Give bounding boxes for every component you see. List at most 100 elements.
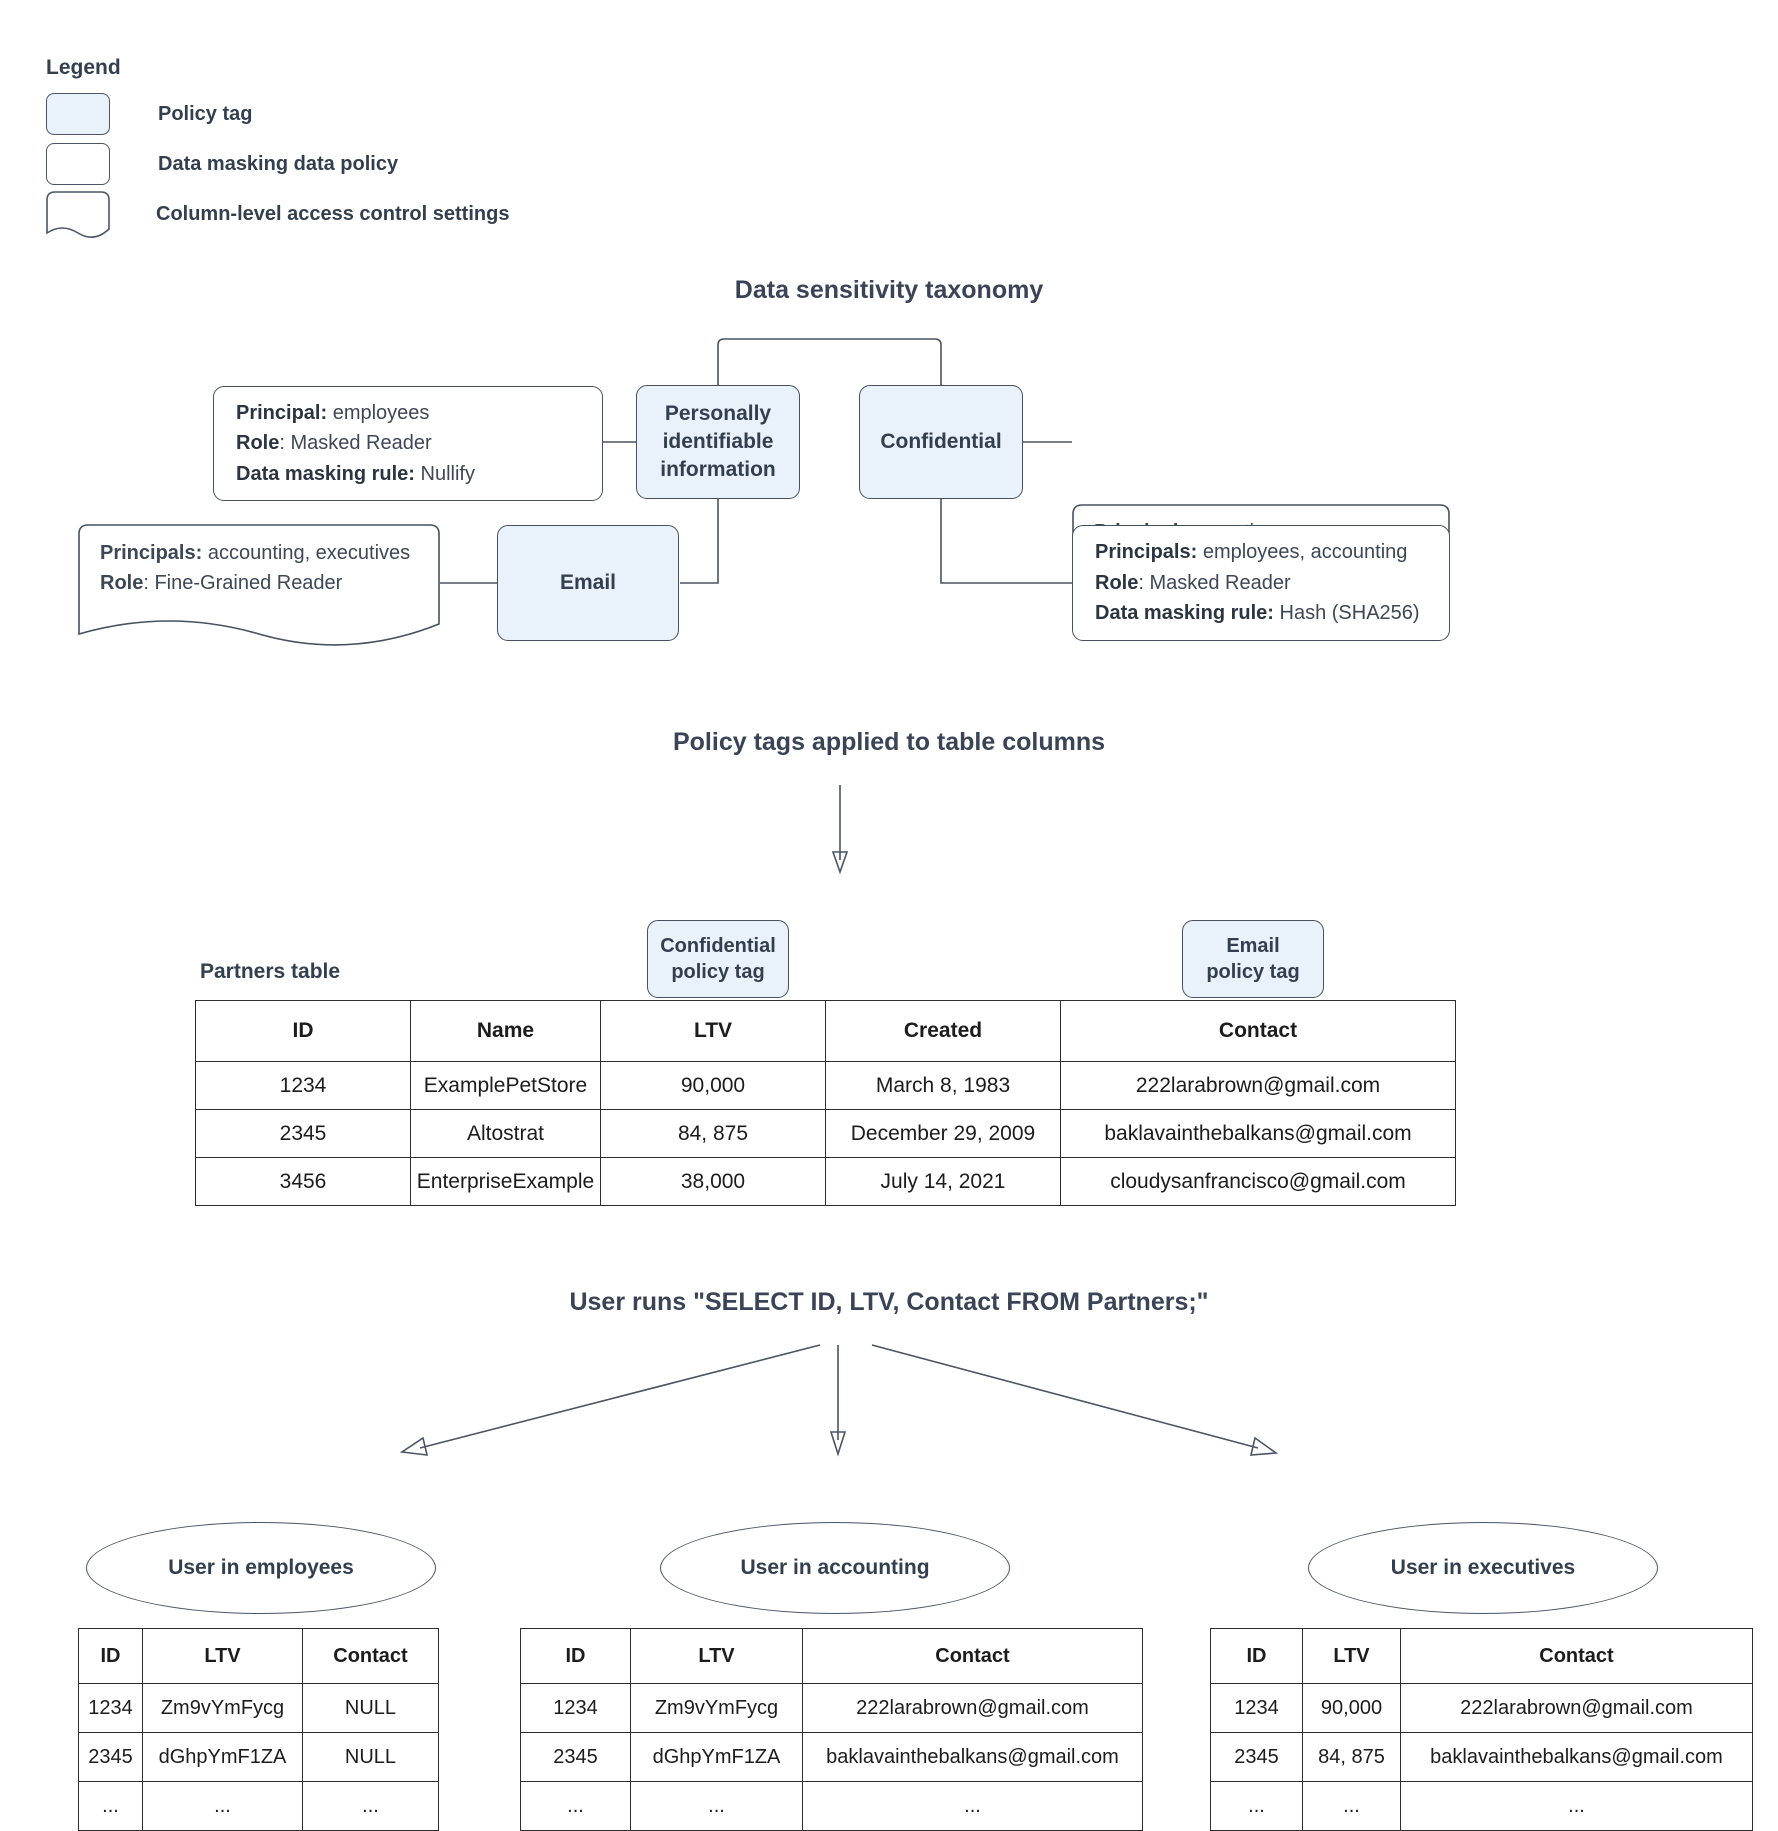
partners-table-wrapper: ID Name LTV Created Contact 1234 Example…: [195, 1000, 1456, 1206]
policy-rule-label: Data masking rule:: [236, 462, 415, 485]
table-row: ... ... ...: [520, 1781, 1143, 1831]
applied-title: Policy tags applied to table columns: [672, 728, 1106, 756]
policy-rule-value: Nullify: [420, 462, 475, 485]
table-cell: 3456: [195, 1157, 411, 1206]
policy-principal-label: Principals:: [100, 541, 203, 564]
policy-principal-line: Principals: employees, accounting: [1095, 537, 1427, 567]
policy-box-confidential-masking[interactable]: Principals: employees, accounting Role: …: [1072, 525, 1450, 641]
chip-confidential-policy-tag[interactable]: Confidential policy tag: [647, 920, 789, 998]
legend: Legend Policy tag Data masking data poli…: [46, 56, 509, 240]
table-cell: ...: [142, 1781, 303, 1831]
table-row: 1234 Zm9vYmFycg 222larabrown@gmail.com: [520, 1683, 1143, 1733]
persona-oval-accounting[interactable]: User in accounting: [660, 1522, 1010, 1614]
taxonomy-connectors: [440, 338, 1072, 584]
policy-role-line: Role: Masked Reader: [236, 432, 432, 455]
result-table-employees: ID LTV Contact 1234 Zm9vYmFycg NULL 2345…: [78, 1628, 439, 1831]
policy-role-value: Masked Reader: [290, 432, 432, 455]
persona-label: User in executives: [1390, 1556, 1576, 1579]
table-cell: 84, 875: [600, 1109, 826, 1158]
table-row: 1234 Zm9vYmFycg NULL: [78, 1683, 439, 1733]
table-cell: 1234: [1210, 1683, 1303, 1733]
taxonomy-title: Data sensitivity taxonomy: [734, 276, 1044, 304]
policy-role-label: Role: [236, 432, 280, 455]
legend-item-data-masking: Data masking data policy: [46, 140, 509, 188]
policy-principal-label: Principals:: [1095, 541, 1198, 564]
policy-rule-value: Hash (SHA256): [1279, 602, 1420, 625]
persona-label: User in employees: [168, 1556, 354, 1579]
policy-box-email-access-control[interactable]: Principals: accounting, executives Role:…: [78, 524, 440, 642]
table-cell: ...: [302, 1781, 439, 1831]
node-email[interactable]: Email: [497, 525, 679, 641]
table-cell: NULL: [302, 1683, 439, 1733]
policy-role-value: Fine-Grained Reader: [154, 572, 343, 594]
chip-email-policy-tag[interactable]: Email policy tag: [1182, 920, 1324, 998]
table-cell: 38,000: [600, 1157, 826, 1206]
persona-oval-employees[interactable]: User in employees: [86, 1522, 436, 1614]
table-row: 3456 EnterpriseExample 38,000 July 14, 2…: [195, 1157, 1456, 1206]
column-header: Contact: [302, 1628, 439, 1684]
table-cell: ...: [802, 1781, 1143, 1831]
table-cell: ...: [630, 1781, 803, 1831]
column-header: ID: [1210, 1628, 1303, 1684]
column-header: LTV: [142, 1628, 303, 1684]
policy-role-label: Role: [1095, 571, 1139, 594]
node-label: Personally identifiable information: [660, 402, 776, 481]
column-header: Name: [410, 1000, 601, 1062]
policy-role-line: Role: Fine-Grained Reader: [100, 572, 343, 594]
policy-principal-line: Principals: accounting, executives: [100, 538, 418, 568]
table-cell: 84, 875: [1302, 1732, 1401, 1782]
chip-line-2: policy tag: [1206, 961, 1300, 983]
table-cell: cloudysanfrancisco@gmail.com: [1060, 1157, 1456, 1206]
table-cell: ...: [520, 1781, 631, 1831]
node-personally-identifiable-information[interactable]: Personally identifiable information: [636, 385, 800, 499]
policy-principal-value: employees, accounting: [1202, 541, 1408, 564]
partners-table: ID Name LTV Created Contact 1234 Example…: [195, 1000, 1456, 1206]
table-cell: NULL: [302, 1732, 439, 1782]
result-table-wrapper-accounting: ID LTV Contact 1234 Zm9vYmFycg 222larabr…: [520, 1628, 1143, 1831]
legend-item-label: Data masking data policy: [158, 152, 399, 175]
table-header-row: ID LTV Contact: [78, 1628, 439, 1684]
policy-box-pii-masking[interactable]: Principal: employees Role: Masked Reader…: [213, 386, 603, 501]
table-cell: Zm9vYmFycg: [142, 1683, 303, 1733]
table-row: 2345 dGhpYmF1ZA NULL: [78, 1732, 439, 1782]
table-cell: dGhpYmF1ZA: [630, 1732, 803, 1782]
column-header: ID: [78, 1628, 143, 1684]
table-cell: 2345: [195, 1109, 411, 1158]
table-cell: 2345: [1210, 1732, 1303, 1782]
persona-oval-executives[interactable]: User in executives: [1308, 1522, 1658, 1614]
legend-item-label: Policy tag: [158, 102, 253, 125]
result-table-wrapper-executives: ID LTV Contact 1234 90,000 222larabrown@…: [1210, 1628, 1753, 1831]
policy-rule-line: Data masking rule: Nullify: [236, 459, 580, 489]
legend-item-label: Column-level access control settings: [156, 202, 510, 225]
column-header: Contact: [1400, 1628, 1753, 1684]
table-row: 1234 90,000 222larabrown@gmail.com: [1210, 1683, 1753, 1733]
policy-principal-label: Principal:: [236, 401, 328, 424]
table-cell: EnterpriseExample: [410, 1157, 601, 1206]
policy-role-line: Role: Masked Reader: [1095, 571, 1291, 594]
query-title: User runs "SELECT ID, LTV, Contact FROM …: [569, 1288, 1209, 1316]
policy-tag-swatch-icon: [46, 93, 110, 135]
data-masking-swatch-icon: [46, 143, 110, 185]
table-row: 2345 84, 875 baklavainthebalkans@gmail.c…: [1210, 1732, 1753, 1782]
table-cell: 2345: [520, 1732, 631, 1782]
node-confidential[interactable]: Confidential: [859, 385, 1023, 499]
result-table-executives: ID LTV Contact 1234 90,000 222larabrown@…: [1210, 1628, 1753, 1831]
table-cell: dGhpYmF1ZA: [142, 1732, 303, 1782]
table-cell: ...: [1400, 1781, 1753, 1831]
policy-role-value: Masked Reader: [1149, 571, 1291, 594]
policy-principal-value: employees: [332, 401, 430, 424]
result-table-accounting: ID LTV Contact 1234 Zm9vYmFycg 222larabr…: [520, 1628, 1143, 1831]
table-cell: 1234: [520, 1683, 631, 1733]
table-cell: baklavainthebalkans@gmail.com: [1060, 1109, 1456, 1158]
legend-item-policy-tag: Policy tag: [46, 90, 509, 138]
table-cell: ...: [1210, 1781, 1303, 1831]
table-cell: March 8, 1983: [825, 1061, 1061, 1110]
table-header-row: ID LTV Contact: [1210, 1628, 1753, 1684]
table-header-row: ID LTV Contact: [520, 1628, 1143, 1684]
column-access-swatch-icon: [46, 191, 110, 238]
policy-role-label: Role: [100, 572, 144, 594]
legend-item-column-access: Column-level access control settings: [46, 190, 509, 238]
policy-principal-value: accounting, executives: [207, 541, 411, 564]
table-cell: baklavainthebalkans@gmail.com: [802, 1732, 1143, 1782]
